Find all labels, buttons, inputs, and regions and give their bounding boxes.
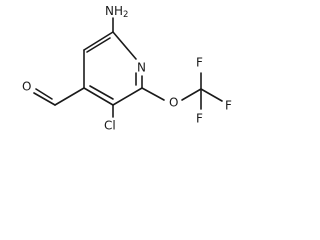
fluorine-right-label: F [225,99,232,113]
fluorine-top-label: F [196,56,203,70]
aldehyde-oxygen-label: O [22,80,31,94]
bond-n1-c6 [112,31,137,60]
bond-c-f-right [200,88,223,102]
ring-nitrogen-label: N [137,61,146,75]
bond-c6-c5 [83,31,114,51]
bond-cho-o-double [35,88,53,100]
bond-c4-c3 [83,87,114,106]
bond-c6-c5-double [86,37,111,53]
fluorine-bottom-label: F [196,112,203,126]
bond-c4-c3-double [89,85,114,100]
ether-oxygen-label: O [169,96,178,110]
bond-c4-cho [54,87,85,106]
bond-c3-c2 [112,87,143,106]
bond-c2-o [141,87,165,101]
bond-cho-o [33,92,56,106]
amine-label: NH2 [105,4,128,20]
structure-diagram: NH2 N O Cl O F F F [22,4,232,133]
bond-o-cf3 [181,88,202,101]
chlorine-label: Cl [104,119,116,133]
